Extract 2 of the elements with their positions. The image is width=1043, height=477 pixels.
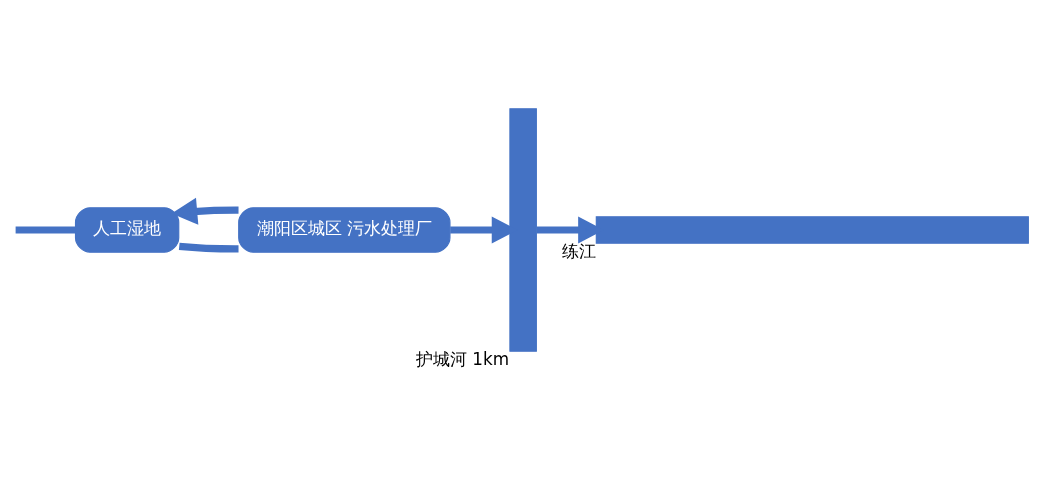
node-label: 练江 <box>561 240 596 261</box>
node-label: 护城河 1km <box>415 348 510 369</box>
